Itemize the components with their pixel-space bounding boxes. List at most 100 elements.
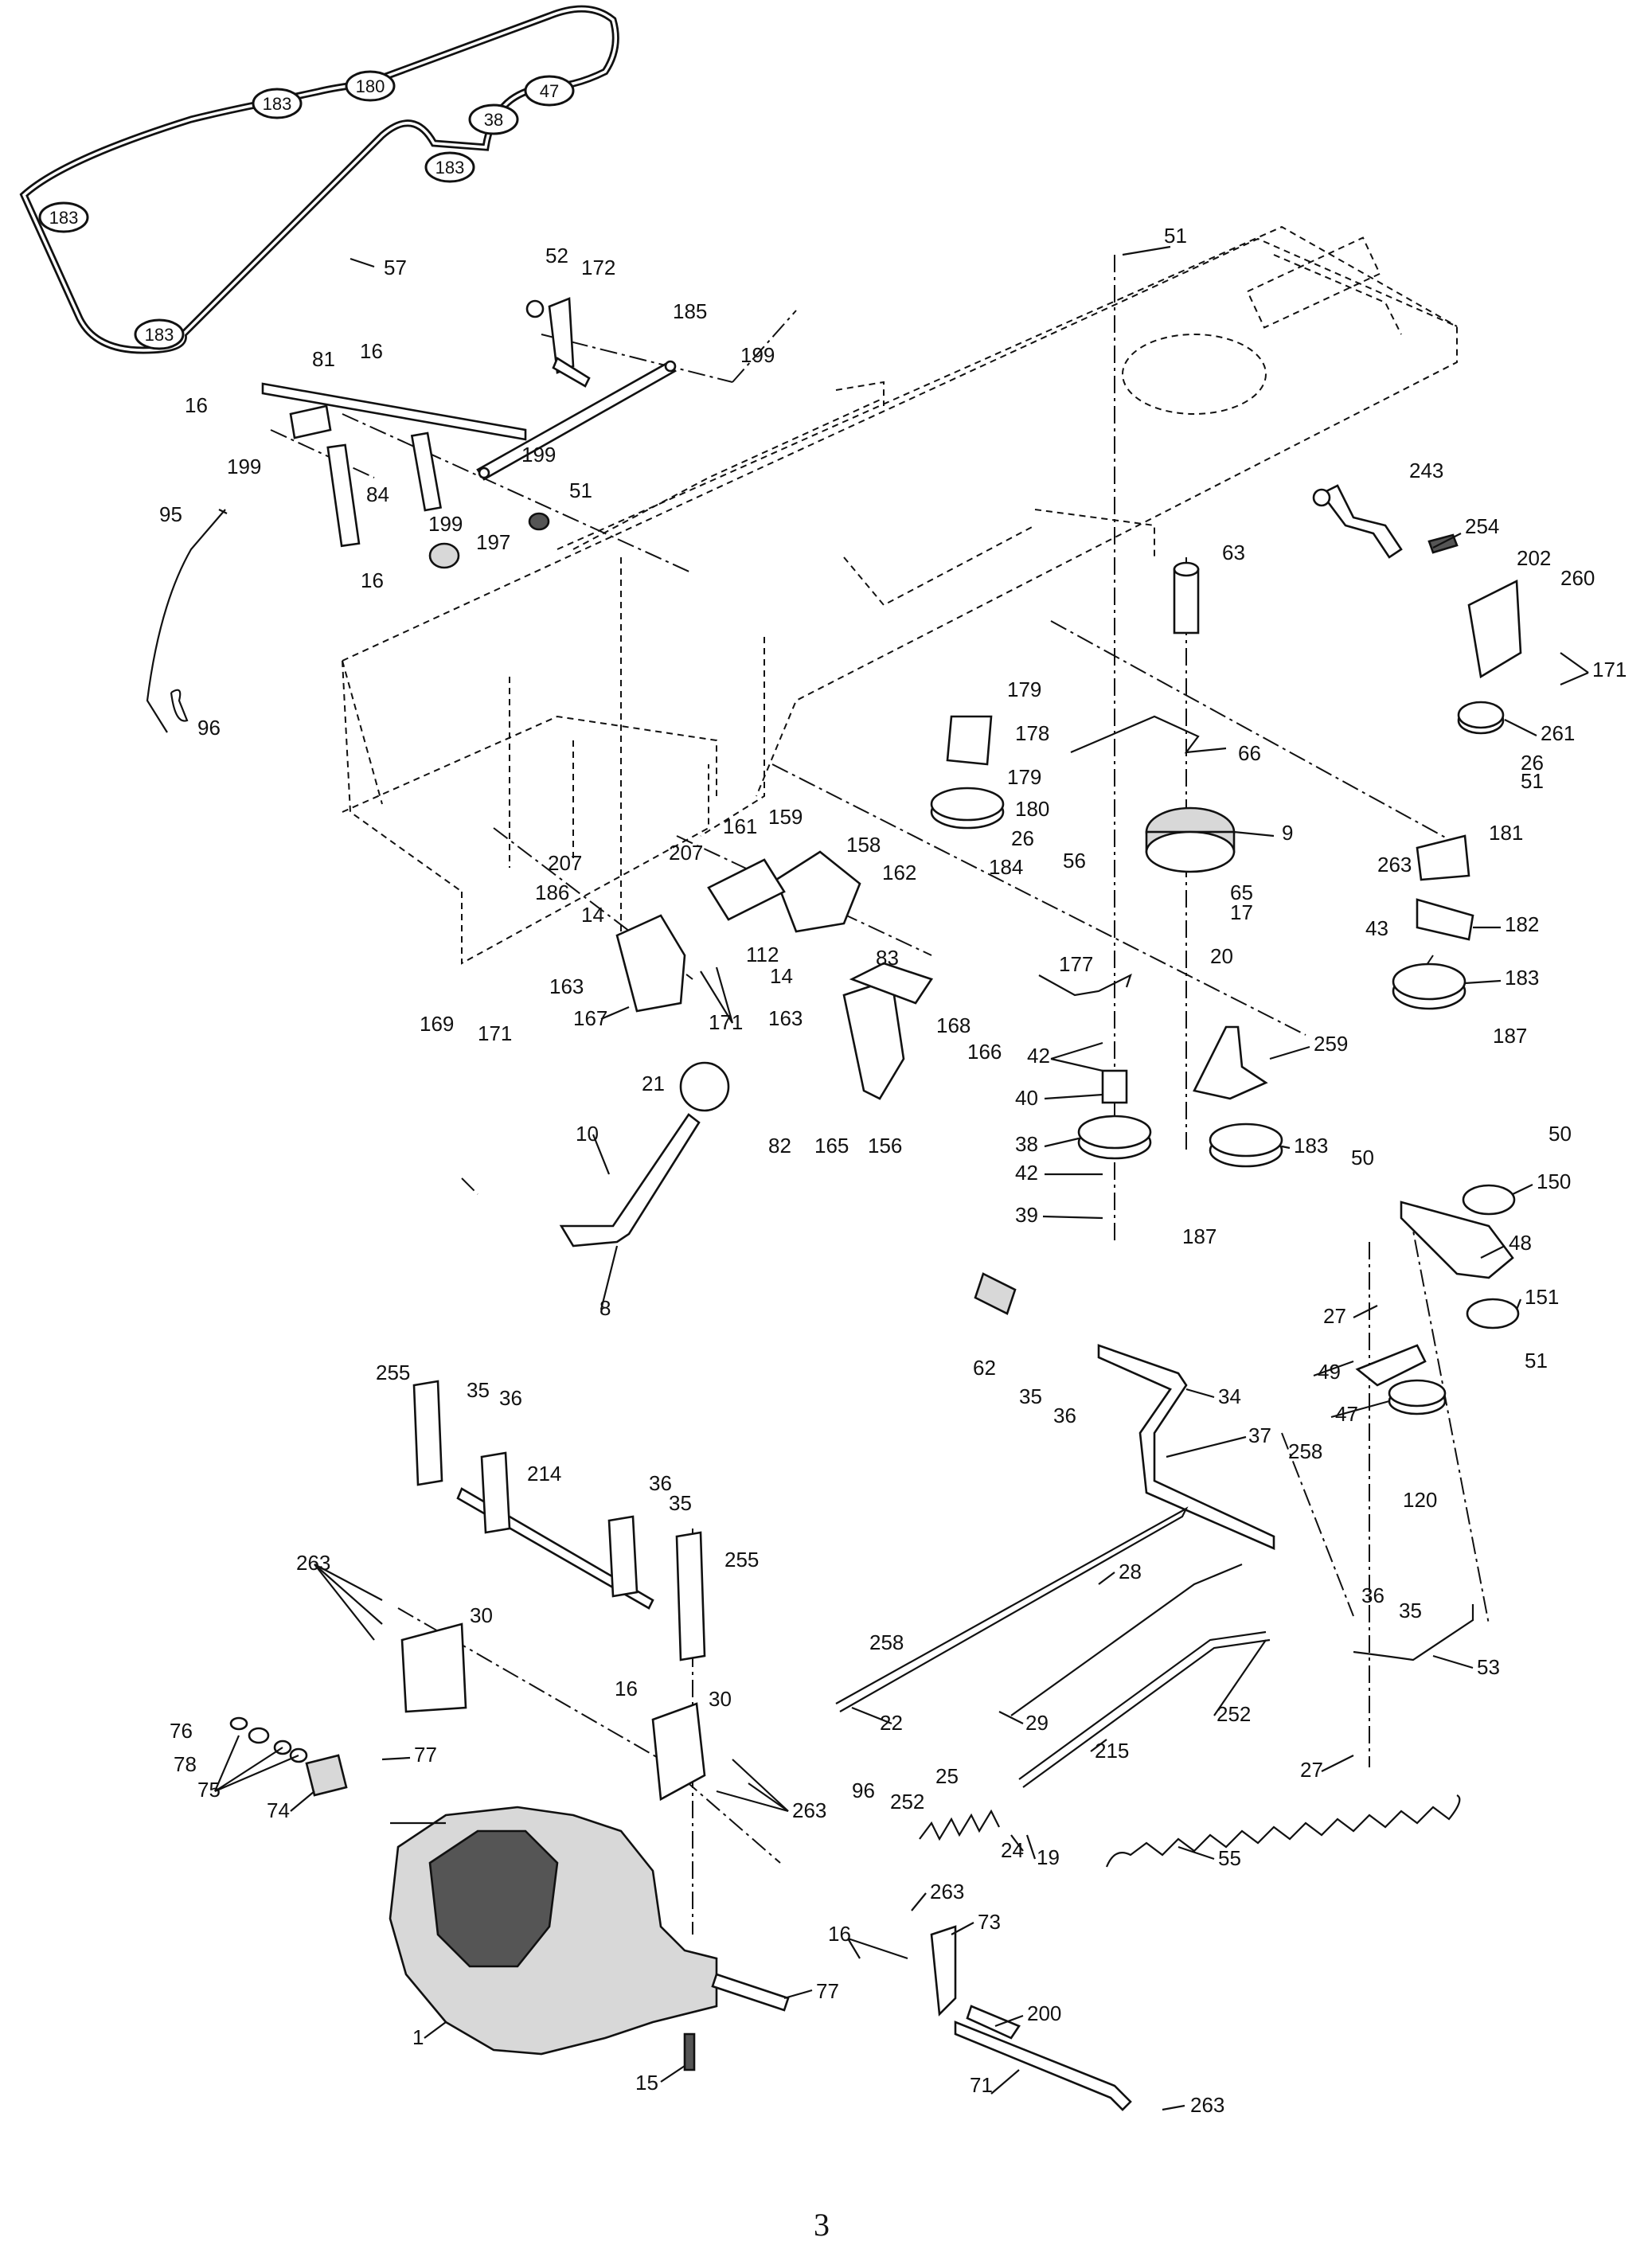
- callout-169: 169: [420, 1012, 454, 1036]
- callout-95: 95: [159, 502, 182, 526]
- bolt-15: [683, 2032, 696, 2071]
- callout-26: 26: [1521, 751, 1544, 775]
- callout-258: 258: [1288, 1439, 1322, 1463]
- callout-177: 177: [1059, 952, 1093, 976]
- callout-52: 52: [545, 244, 568, 267]
- callout-42: 42: [1027, 1044, 1050, 1068]
- callout-28: 28: [1119, 1560, 1142, 1583]
- callout-35: 35: [669, 1491, 692, 1515]
- spindle-63: [1173, 561, 1200, 634]
- callout-120: 120: [1403, 1488, 1437, 1512]
- callout-207: 207: [669, 841, 703, 865]
- callout-16: 16: [360, 339, 383, 363]
- bracket-48: [1400, 1201, 1514, 1279]
- callout-30: 30: [470, 1603, 493, 1627]
- callout-243: 243: [1409, 459, 1443, 482]
- callout-179: 179: [1007, 765, 1041, 789]
- callout-47: 47: [1335, 1402, 1358, 1426]
- transaxle-1: [389, 1806, 790, 2056]
- callout-165: 165: [814, 1134, 849, 1158]
- callout-255: 255: [724, 1548, 759, 1572]
- nut-51-a: [528, 512, 550, 531]
- callout-16: 16: [361, 568, 384, 592]
- bracket-167: [615, 914, 686, 1013]
- callout-151: 151: [1525, 1285, 1559, 1309]
- callout-183: 183: [1294, 1134, 1328, 1158]
- bracket-73: [930, 1925, 957, 2017]
- callout-51: 51: [569, 478, 592, 502]
- callout-185: 185: [673, 299, 707, 323]
- callout-77: 77: [816, 1979, 839, 2003]
- callout-207: 207: [548, 851, 582, 875]
- page-number: 3: [814, 2207, 830, 2243]
- callout-171: 171: [478, 1021, 512, 1045]
- spring-25: [919, 1809, 1000, 1841]
- rod-215: [1018, 1630, 1271, 1788]
- clutch-9: [1145, 806, 1236, 873]
- knob-21: [679, 1061, 730, 1112]
- assembly-lines: [270, 255, 1490, 1935]
- pulley-261: [1457, 701, 1505, 735]
- pulley-151: [1466, 1298, 1520, 1329]
- bracket-178: [946, 715, 993, 766]
- handle-243: [1312, 484, 1403, 559]
- callout-200: 200: [1027, 2001, 1061, 2025]
- hairpin-96: [170, 689, 189, 722]
- bracket-158: [775, 850, 861, 933]
- idler-pulley-183-a: 183: [252, 88, 303, 119]
- callout-96: 96: [197, 716, 221, 740]
- callout-258: 258: [869, 1630, 904, 1654]
- callout-252: 252: [1217, 1702, 1251, 1726]
- callout-30: 30: [709, 1687, 732, 1711]
- callout-71: 71: [970, 2073, 993, 2097]
- arm-255-left: [412, 1380, 443, 1486]
- shaft-81: [261, 382, 527, 548]
- callout-49: 49: [1318, 1360, 1341, 1384]
- callout-35: 35: [1399, 1599, 1422, 1622]
- callout-16: 16: [185, 393, 208, 417]
- bracket-181: [1416, 834, 1470, 881]
- callout-38: 38: [1015, 1132, 1038, 1156]
- shaft-214: [456, 1451, 654, 1610]
- callout-112: 112: [746, 943, 779, 966]
- callout-96: 96: [852, 1779, 875, 1802]
- callout-36: 36: [649, 1471, 672, 1495]
- callout-19: 19: [1037, 1845, 1060, 1869]
- callout-254: 254: [1465, 514, 1499, 538]
- callout-252: 252: [890, 1790, 924, 1814]
- bracket-182: [1416, 898, 1474, 941]
- callout-78: 78: [174, 1752, 197, 1776]
- bracket-159: [707, 858, 786, 921]
- bracket-259: [1193, 1025, 1268, 1100]
- lever-8: [559, 1113, 701, 1247]
- callout-263: 263: [930, 1880, 964, 1903]
- drive-belt-assembly: 183 180 47 38 183 183 183: [19, 5, 619, 354]
- brace-66: [1070, 715, 1227, 754]
- callout-21: 21: [642, 1072, 665, 1095]
- callout-1: 1: [412, 2025, 424, 2049]
- callout-73: 73: [978, 1910, 1001, 1934]
- callout-48: 48: [1509, 1231, 1532, 1255]
- callout-214: 214: [527, 1462, 561, 1486]
- bracket-260: [1467, 579, 1522, 679]
- callout-83: 83: [876, 946, 899, 970]
- callout-16: 16: [615, 1677, 638, 1700]
- arm-255-right: [675, 1531, 706, 1661]
- frame-outline: [342, 225, 1458, 965]
- rod-95: [146, 509, 228, 733]
- bushing-62: [974, 1272, 1017, 1315]
- pulley-38: 38: [468, 103, 519, 135]
- callouts: 57 52 172 185 199 51 16 81 16 199 84 199…: [159, 224, 1627, 2117]
- callout-36: 36: [1053, 1404, 1076, 1427]
- callout-63: 63: [1222, 541, 1245, 564]
- idler-pulley-180: 180: [345, 70, 396, 102]
- callout-35: 35: [1019, 1384, 1042, 1408]
- idler-pulley-183-c: 183: [38, 201, 89, 233]
- bushing-197: [428, 542, 460, 569]
- callout-35: 35: [467, 1378, 490, 1402]
- callout-187: 187: [1182, 1224, 1217, 1248]
- callout-184: 184: [989, 855, 1023, 879]
- callout-197: 197: [476, 530, 510, 554]
